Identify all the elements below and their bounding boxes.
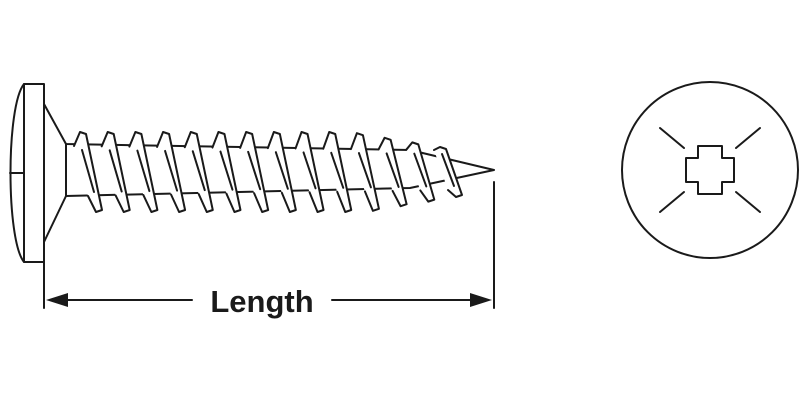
screw-thread — [73, 131, 463, 213]
thread-root — [191, 150, 206, 192]
screw-head-top-view — [621, 81, 799, 259]
thread-root — [441, 153, 455, 187]
thread-root — [274, 151, 289, 190]
thread-root — [164, 149, 179, 192]
thread-root — [247, 150, 262, 191]
recess-tick-bottom-right — [735, 191, 761, 213]
thread-root — [108, 149, 123, 193]
recess-tick-top-left — [659, 127, 685, 149]
head-outline — [621, 81, 799, 259]
recess-tick-bottom-left — [659, 191, 685, 213]
thread-root — [385, 152, 400, 188]
recess-tick-top-right — [735, 127, 761, 149]
dimension-label: Length — [210, 284, 313, 319]
thread-root — [219, 150, 234, 191]
pozidriv-recess — [685, 145, 735, 195]
thread-root — [330, 151, 345, 189]
arrowhead-left — [46, 293, 68, 307]
thread-root — [136, 149, 151, 193]
thread-root — [302, 151, 317, 190]
thread-root — [357, 152, 372, 189]
thread-root — [413, 152, 428, 188]
arrowhead-right — [470, 293, 492, 307]
thread-root — [81, 149, 95, 193]
length-dimension: Length — [43, 181, 495, 319]
screw-side-view — [9, 83, 495, 263]
